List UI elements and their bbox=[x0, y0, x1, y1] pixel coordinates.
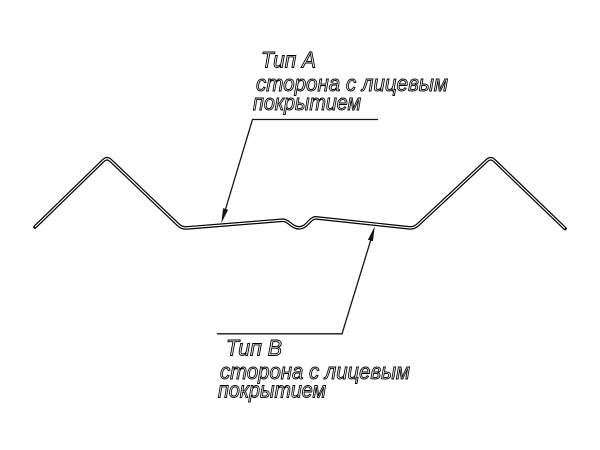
svg-text:Тип А: Тип А bbox=[261, 48, 316, 73]
svg-text:сторона с лицевым: сторона с лицевым bbox=[220, 359, 410, 384]
svg-text:Тип В: Тип В bbox=[226, 336, 282, 361]
svg-text:покрытием: покрытием bbox=[218, 378, 326, 403]
svg-text:сторона с лицевым: сторона с лицевым bbox=[256, 71, 448, 96]
svg-text:покрытием: покрытием bbox=[253, 90, 361, 115]
